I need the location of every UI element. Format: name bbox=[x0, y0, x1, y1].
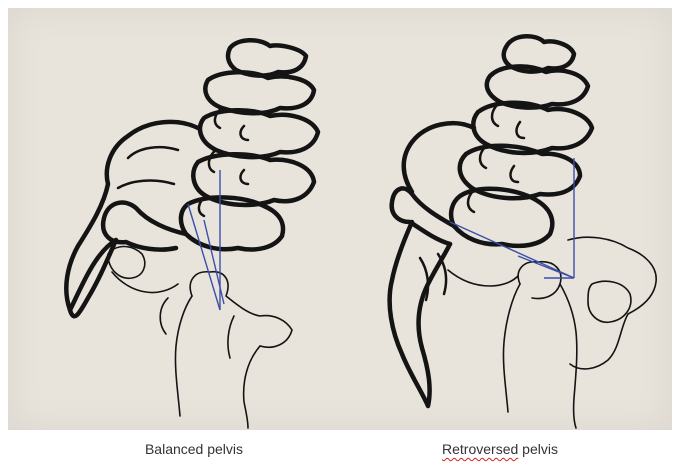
sacral-tail-r bbox=[390, 222, 450, 406]
pubis-left bbox=[112, 272, 178, 293]
pelvic-incidence-line bbox=[188, 204, 220, 310]
obturator-right bbox=[588, 281, 631, 322]
femur-shaft-left bbox=[175, 296, 260, 428]
drawing-photo bbox=[8, 8, 672, 430]
caption-balanced-pelvis: Balanced pelvis bbox=[145, 441, 243, 457]
femoral-head-left bbox=[190, 272, 292, 347]
femur-shaft-right bbox=[503, 284, 576, 428]
sacral-inner bbox=[118, 147, 178, 188]
pubis-right bbox=[448, 270, 518, 286]
femoral-head-right bbox=[518, 262, 561, 299]
sacral-plate-line-right bbox=[450, 222, 574, 278]
caption-retroversed-pelvis: Retroversed pelvis bbox=[442, 441, 558, 457]
sacrum-outline-r bbox=[392, 188, 454, 244]
greater-trochanter-left bbox=[160, 298, 234, 358]
balanced-pelvis-sketch bbox=[66, 40, 318, 428]
retroversed-pelvis-sketch bbox=[390, 36, 657, 428]
caption-retroversed-rest: pelvis bbox=[518, 441, 558, 457]
vertebra-l3 bbox=[200, 110, 318, 157]
iliac-crest-right bbox=[568, 237, 656, 369]
caption-retroversed-word: Retroversed bbox=[442, 441, 518, 457]
femoral-axis-line-right bbox=[518, 256, 574, 278]
pelvis-drawings bbox=[8, 8, 672, 430]
